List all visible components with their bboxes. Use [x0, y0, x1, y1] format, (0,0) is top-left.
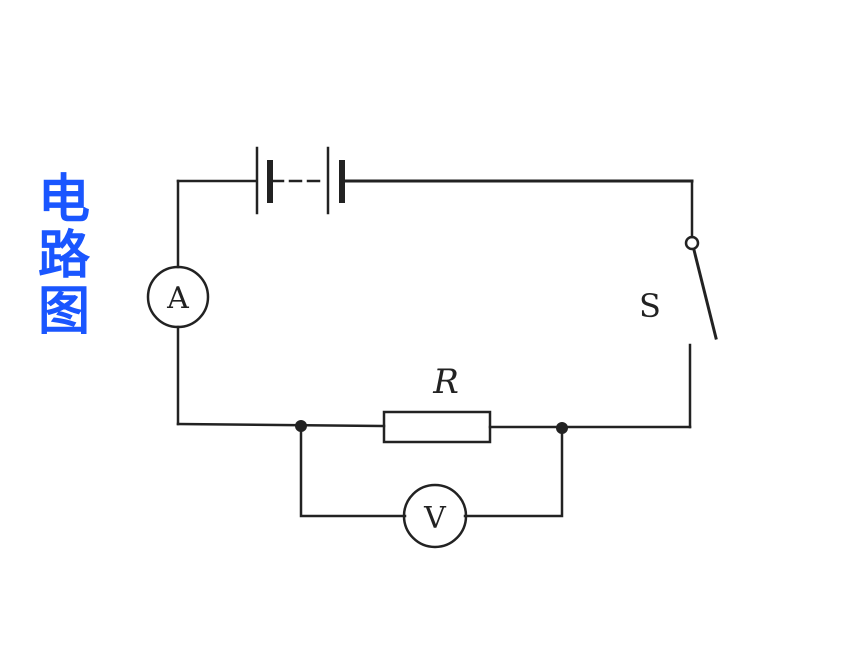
- junction-left: [295, 420, 307, 432]
- switch-label: S: [639, 287, 661, 325]
- voltmeter-circle: [402, 483, 468, 549]
- junction-right: [556, 422, 568, 434]
- title-char-3: 图: [37, 282, 90, 342]
- switch-blade: [692, 248, 718, 340]
- wire-bottom-left: [176, 422, 386, 428]
- title-char-2: 路: [37, 226, 90, 286]
- title-char-1: 电: [37, 170, 90, 230]
- switch-pivot: [684, 235, 700, 251]
- wire-voltmeter-branch: [299, 424, 564, 518]
- resistor-label: R: [432, 362, 459, 402]
- ammeter-label: A: [166, 281, 189, 316]
- ammeter-circle: [146, 265, 210, 329]
- resistor-body: [382, 410, 492, 444]
- voltmeter-label: V: [423, 501, 447, 536]
- page-title: 电 路 图: [34, 172, 94, 340]
